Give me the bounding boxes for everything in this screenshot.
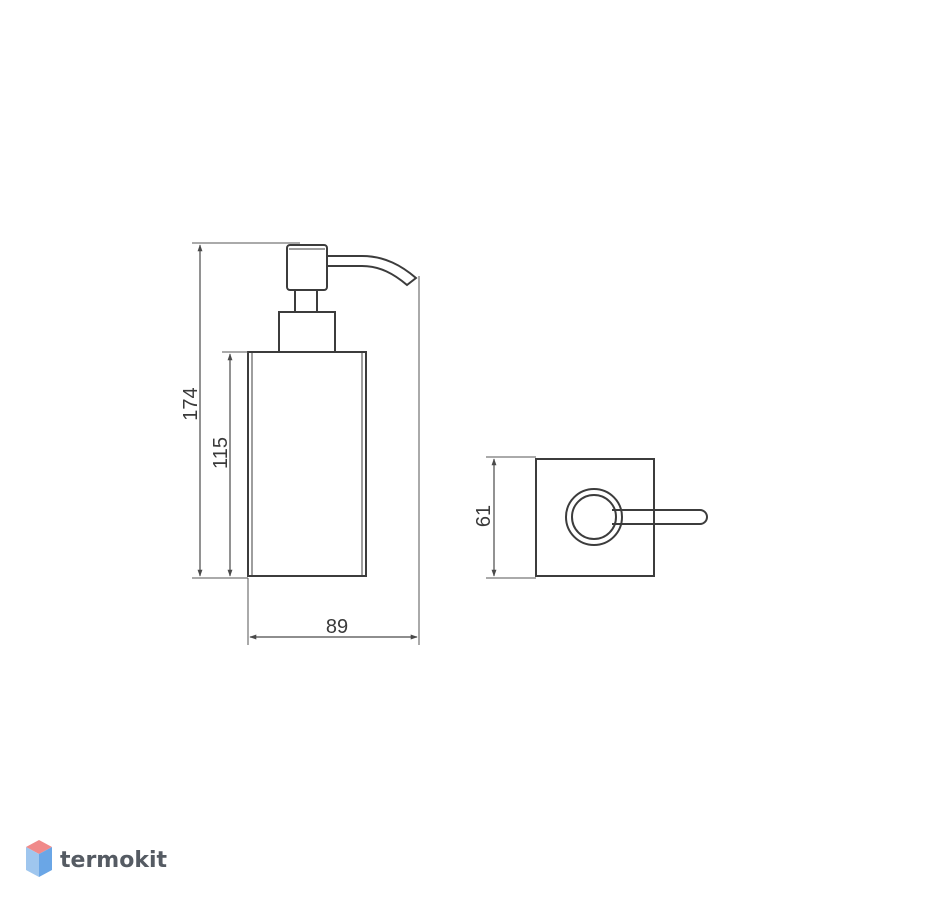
- dimension-lines: [197, 244, 418, 640]
- dim-label-body-height: 115: [210, 437, 232, 469]
- pump-spout: [327, 255, 418, 287]
- pump-head: [286, 244, 328, 291]
- pump-ring-inner: [571, 494, 617, 540]
- logo-cube-left: [26, 847, 39, 877]
- bottle-body-inner: [251, 351, 363, 577]
- pump-stem: [294, 289, 318, 313]
- extension-lines: [192, 242, 420, 645]
- pump-collar: [278, 311, 336, 353]
- bottle-body: [247, 351, 367, 577]
- dim-label-total-height: 174: [180, 387, 202, 420]
- logo-cube-right: [39, 847, 52, 877]
- termokit-logo: termokit: [26, 840, 167, 877]
- top-view-extension-lines: [486, 456, 536, 579]
- front-view: [247, 244, 418, 577]
- logo-text: termokit: [60, 848, 167, 873]
- pump-ring-outer: [565, 488, 623, 546]
- top-view: [535, 458, 708, 577]
- top-view-body: [535, 458, 655, 577]
- dim-label-total-width: 89: [326, 616, 348, 638]
- dim-label-depth: 61: [473, 505, 495, 527]
- top-view-spout: [612, 509, 708, 525]
